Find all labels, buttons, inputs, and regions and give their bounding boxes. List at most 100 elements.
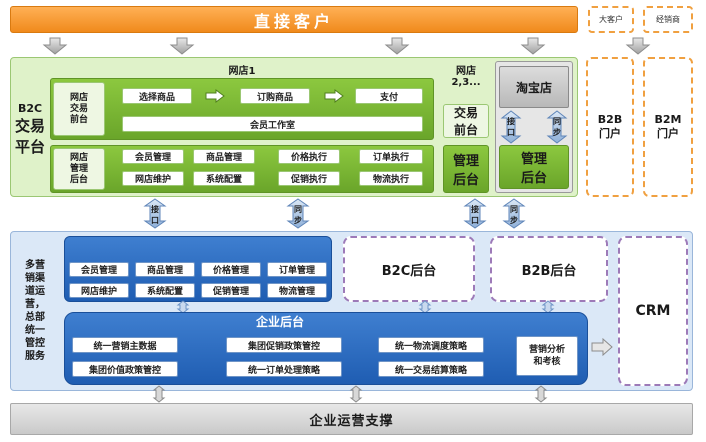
direct-customer-label: 直接客户 xyxy=(253,11,334,31)
distributor-label: 经销商 xyxy=(656,15,680,24)
label-line: 接 xyxy=(507,117,515,126)
down-arrow-icon xyxy=(625,37,651,55)
blue-item: 网店维护 xyxy=(69,283,129,298)
label-line: 网店 xyxy=(456,66,476,77)
store23-frontend: 交易 前台 xyxy=(443,104,489,138)
label-line: 交易 xyxy=(69,103,88,114)
double-arrow-icon xyxy=(143,198,167,229)
taobao-backend: 管理 后台 xyxy=(499,145,569,189)
label-line: 后台 xyxy=(452,173,479,188)
label-line: B2M xyxy=(654,113,682,126)
label-line: 口 xyxy=(471,216,479,225)
platform-connectors xyxy=(143,198,526,229)
label-line: 门户 xyxy=(599,127,621,140)
label-line: 统一 xyxy=(25,325,45,336)
taobao-sync-label: 同 步 xyxy=(549,116,565,138)
distributor-box: 经销商 xyxy=(643,6,693,33)
b2c-platform-title: B2C 交易 平台 xyxy=(13,74,47,184)
store23-backend: 管理 后台 xyxy=(443,145,489,193)
blue-item: 物流管理 xyxy=(267,283,327,298)
b2c-title-line: 平台 xyxy=(14,137,45,156)
b2m-portal: B2M 门户 xyxy=(643,57,693,197)
label-line: 接 xyxy=(151,205,159,214)
label-line: 步 xyxy=(553,128,561,137)
bottom-connectors xyxy=(152,385,548,403)
backend-item: 商品管理 xyxy=(193,149,255,164)
store1-frontend-label: 网店 交易 前台 xyxy=(53,82,105,136)
enterprise-item: 集团价值政策管控 xyxy=(72,361,178,377)
b2c-title-line: B2C xyxy=(17,101,43,115)
label-line: 同 xyxy=(510,205,518,214)
double-arrow-icon xyxy=(463,198,487,229)
blue-item: 会员管理 xyxy=(69,262,129,277)
backend-item: 系统配置 xyxy=(193,171,255,186)
taobao-connectors xyxy=(500,110,568,144)
label-line: 同 xyxy=(294,205,302,214)
double-arrow-icon xyxy=(546,110,568,144)
backend-item: 订单执行 xyxy=(359,149,423,164)
label-line: 交易 xyxy=(453,106,478,120)
double-arrow-icon xyxy=(534,385,548,403)
label-line: 销渠 xyxy=(25,273,45,284)
down-arrow-icon xyxy=(169,37,195,55)
double-arrow-icon xyxy=(286,198,310,229)
crm-box: CRM xyxy=(618,236,688,386)
enterprise-item: 统一物流调度策略 xyxy=(378,337,484,353)
down-arrow-icon xyxy=(384,37,410,55)
marketing-analysis: 营销分析 和考核 xyxy=(516,336,578,376)
right-arrow-icon xyxy=(591,338,613,356)
label-line: 总部 xyxy=(25,312,45,323)
member-workspace: 会员工作室 xyxy=(122,116,423,132)
big-customer-box: 大客户 xyxy=(588,6,634,33)
label-line: 网店 xyxy=(69,92,88,103)
enterprise-item: 统一交易结算策略 xyxy=(378,361,484,377)
label-line: 管理 xyxy=(69,163,88,174)
blue-item: 系统配置 xyxy=(135,283,195,298)
store23-title: 网店 2,3... xyxy=(443,62,489,92)
b2c-backend: B2C后台 xyxy=(343,236,475,302)
sync-label: 同 步 xyxy=(506,204,522,226)
enterprise-item: 统一订单处理策略 xyxy=(226,361,342,377)
flow-payment: 支付 xyxy=(355,88,423,104)
backend-item: 价格执行 xyxy=(278,149,340,164)
label-line: 营销分析 xyxy=(528,345,565,355)
label-line: 网店 xyxy=(69,152,88,163)
label-line: 后台 xyxy=(520,171,547,186)
label-line: 前台 xyxy=(453,123,478,137)
label-line: 接 xyxy=(471,205,479,214)
b2b-portal: B2B 门户 xyxy=(586,57,634,197)
backend-item: 促销执行 xyxy=(278,171,340,186)
label-line: 营， xyxy=(25,299,45,310)
label-line: 道运 xyxy=(25,286,45,297)
label-line: 多营 xyxy=(25,260,45,271)
down-arrow-icon xyxy=(42,37,68,55)
double-arrow-icon xyxy=(502,198,526,229)
label-line: 管理 xyxy=(452,154,479,169)
interface-label: 接 口 xyxy=(467,204,483,226)
flow-select-goods: 选择商品 xyxy=(122,88,192,104)
backend-item: 物流执行 xyxy=(359,171,423,186)
label-line: 服务 xyxy=(25,351,45,362)
blue-item: 价格管理 xyxy=(201,262,261,277)
label-line: 和考核 xyxy=(533,357,561,367)
label-line: 步 xyxy=(294,216,302,225)
big-customer-label: 大客户 xyxy=(599,15,623,24)
flow-order-goods: 订购商品 xyxy=(240,88,310,104)
b2c-title-line: 交易 xyxy=(14,116,45,135)
taobao-store: 淘宝店 xyxy=(499,66,569,108)
backend-item: 网店维护 xyxy=(122,171,184,186)
label-line: 2,3... xyxy=(451,77,481,88)
label-line: 前台 xyxy=(69,114,88,125)
store1-title: 网店1 xyxy=(228,65,256,77)
double-arrow-icon xyxy=(500,110,522,144)
backend-item: 会员管理 xyxy=(122,149,184,164)
double-arrow-icon xyxy=(152,385,166,403)
inner-connectors xyxy=(176,300,555,314)
label-line: 口 xyxy=(507,128,515,137)
store1-backend-label: 网店 管理 后台 xyxy=(53,148,105,190)
taobao-interface-label: 接 口 xyxy=(503,116,519,138)
operations-side-label: 多营 销渠 道运 营， 总部 统一 管控 服务 xyxy=(14,236,56,386)
enterprise-item: 统一营销主数据 xyxy=(72,337,178,353)
label-line: 步 xyxy=(510,216,518,225)
label-line: 口 xyxy=(151,216,159,225)
